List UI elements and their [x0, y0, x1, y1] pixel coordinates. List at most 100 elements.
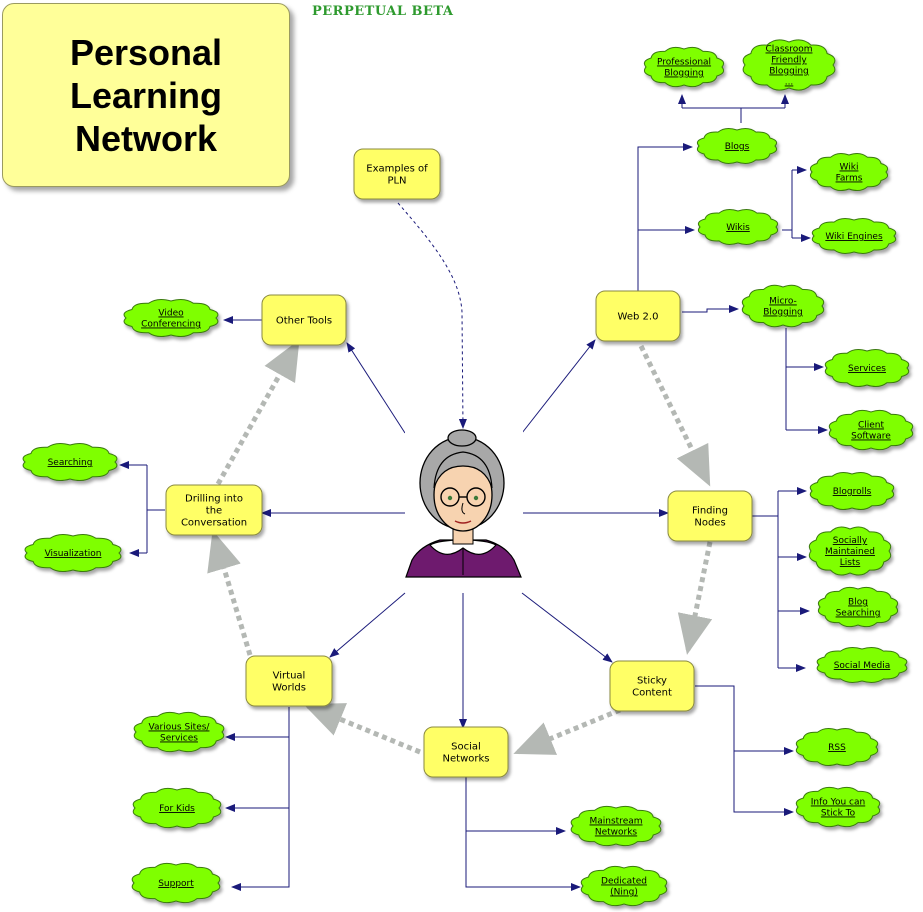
leaf-link[interactable]: ...	[785, 78, 794, 88]
leaf-link[interactable]: (Ning)	[610, 888, 638, 898]
leaf-link[interactable]: Social Media	[834, 661, 891, 671]
cloud-shape	[132, 787, 222, 829]
leaf-link[interactable]: Visualization	[45, 549, 102, 559]
leaf-link[interactable]: Conferencing	[141, 320, 201, 330]
topic-box	[261, 294, 347, 346]
leaf-link[interactable]: Micro-	[769, 297, 797, 307]
connector-virtual-support	[231, 707, 290, 891]
leaf-link[interactable]: Dedicated	[601, 877, 647, 887]
leaf-link[interactable]: Info You can	[811, 798, 865, 808]
leaf-link[interactable]: Support	[158, 879, 194, 889]
leaf-rss[interactable]: RSS	[795, 727, 879, 767]
leaf-link[interactable]: RSS	[828, 743, 846, 753]
cloud-shape	[131, 862, 221, 904]
topic-box	[609, 660, 695, 712]
topic-label: Networks	[443, 754, 490, 765]
connector-center-virtual	[329, 592, 406, 658]
leaf-link[interactable]: Wiki Engines	[825, 232, 883, 242]
leaf-link[interactable]: Friendly	[771, 56, 807, 66]
title-box: Personal Learning Network	[2, 3, 290, 187]
leaf-link[interactable]: Wiki	[840, 163, 859, 173]
leaf-link[interactable]: Mainstream	[589, 817, 642, 827]
topic-other[interactable]: Other Tools	[261, 294, 347, 346]
cloud-shape	[580, 865, 668, 907]
leaf-wiki_engines[interactable]: Wiki Engines	[811, 218, 897, 254]
leaf-visualization[interactable]: Visualization	[24, 533, 122, 573]
leaf-link[interactable]: Services	[848, 364, 886, 374]
cloud-shape	[742, 39, 836, 91]
leaf-classroom_blogging[interactable]: ClassroomFriendlyBlogging...	[742, 39, 836, 91]
cloud-shape	[817, 586, 899, 628]
leaf-link[interactable]: Networks	[595, 828, 638, 838]
leaf-link[interactable]: Maintained	[825, 547, 875, 557]
topic-web20[interactable]: Web 2.0	[595, 290, 681, 342]
connector-examples-center	[397, 202, 467, 429]
leaf-wikis[interactable]: Wikis	[697, 209, 779, 245]
connector-center-sticky	[521, 592, 613, 663]
leaf-blogs[interactable]: Blogs	[696, 128, 778, 164]
cloud-shape	[811, 218, 897, 254]
topic-label: Web 2.0	[618, 312, 659, 323]
flow-virtual-drilling	[207, 530, 253, 656]
leaf-link[interactable]: Client	[858, 421, 885, 431]
flow-drilling-other	[215, 339, 300, 486]
leaf-link[interactable]: Blogging	[769, 67, 809, 77]
connectors-layer	[119, 94, 828, 891]
cloud-shape	[795, 727, 879, 767]
leaf-link[interactable]: Searching	[48, 458, 93, 468]
connector-sticky-info	[733, 751, 794, 816]
topic-label: Drilling into	[185, 494, 243, 505]
leaf-blogrolls[interactable]: Blogrolls	[809, 471, 895, 511]
leaf-link[interactable]: Classroom	[766, 45, 813, 55]
leaf-searching[interactable]: Searching	[22, 442, 118, 482]
leaf-social_media[interactable]: Social Media	[816, 647, 908, 683]
leaf-link[interactable]: Lists	[840, 558, 861, 568]
leaf-link[interactable]: Blogs	[725, 142, 750, 152]
leaf-link[interactable]: Searching	[836, 609, 881, 619]
cloud-shape	[22, 442, 118, 482]
leaf-link[interactable]: Blog	[848, 598, 868, 608]
leaf-link[interactable]: Services	[160, 734, 198, 744]
leaf-dedicated[interactable]: Dedicated(Ning)	[580, 865, 668, 907]
cloud-shape	[643, 46, 725, 88]
leaf-services[interactable]: Services	[824, 348, 910, 388]
leaf-link[interactable]: Blogging	[763, 308, 803, 318]
topic-label: Nodes	[694, 518, 725, 529]
leaf-link[interactable]: Wikis	[726, 223, 750, 233]
leaf-support[interactable]: Support	[131, 862, 221, 904]
leaf-link[interactable]: Blogging	[664, 69, 704, 79]
leaf-link[interactable]: Socially	[833, 536, 868, 546]
leaf-link[interactable]: For Kids	[159, 804, 195, 814]
leaf-link[interactable]: Professional	[657, 58, 711, 68]
leaf-link[interactable]: Video	[158, 309, 184, 319]
leaf-various_sites[interactable]: Various Sites/Services	[133, 711, 225, 753]
leaf-link[interactable]: Stick To	[821, 809, 856, 819]
leaf-link[interactable]: Software	[851, 432, 891, 442]
leaf-link[interactable]: Farms	[836, 174, 863, 184]
cloud-shape	[824, 348, 910, 388]
cloud-shape	[809, 152, 889, 192]
leaf-microblogging[interactable]: Micro-Blogging	[741, 284, 825, 328]
topic-label: Conversation	[181, 518, 247, 529]
leaf-for_kids[interactable]: For Kids	[132, 787, 222, 829]
topic-label: Other Tools	[276, 316, 332, 327]
leaf-link[interactable]: Blogrolls	[833, 487, 872, 497]
leaf-link[interactable]: Various Sites/	[149, 723, 211, 733]
cloud-shape	[808, 526, 892, 576]
